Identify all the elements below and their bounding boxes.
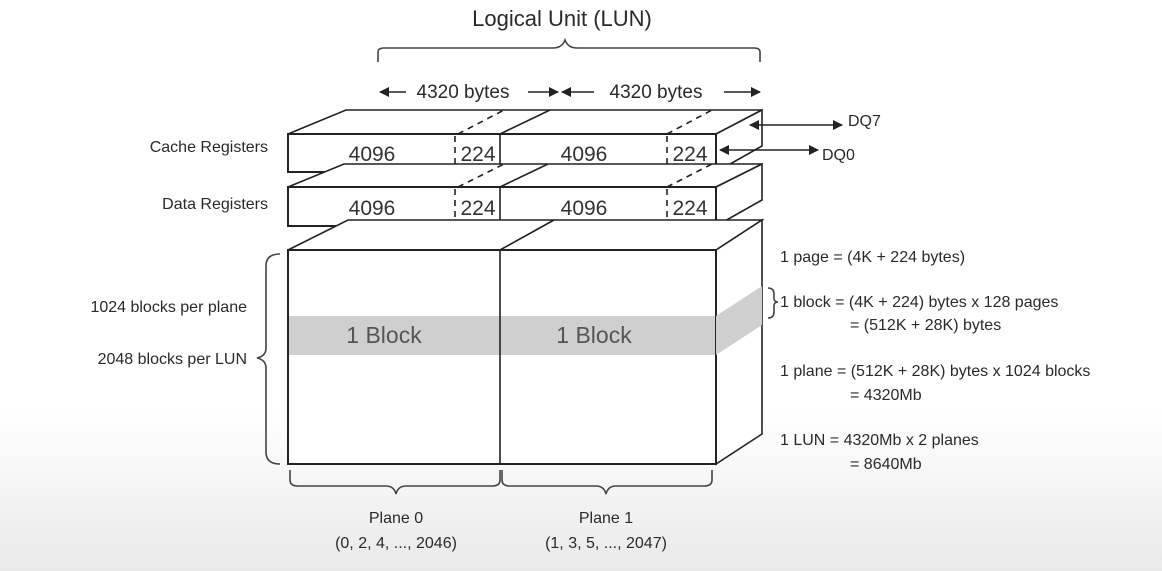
cache-register-slab: 4096 224 4096 224 (287, 108, 763, 174)
dq0-label: DQ0 (822, 147, 855, 164)
width-dimension-right: 4320 bytes (561, 82, 761, 103)
note-plane-line2: = 4320Mb (850, 387, 922, 404)
note-plane-line1: 1 plane = (512K + 28K) bytes x 1024 bloc… (780, 363, 1090, 380)
note-lun-line1: 1 LUN = 4320Mb x 2 planes (780, 432, 979, 449)
cache-cell-main-plane0: 4096 (349, 143, 396, 166)
blocks-per-lun-label: 2048 blocks per LUN (98, 351, 247, 368)
block-array: 1 Block 1 Block (287, 218, 765, 466)
plane0-brace (289, 470, 501, 495)
plane1-name: Plane 1 (579, 510, 633, 527)
block-label-plane1: 1 Block (556, 322, 632, 348)
blocks-per-plane-label: 1024 blocks per plane (90, 299, 247, 316)
note-page: 1 page = (4K + 224 bytes) (780, 249, 965, 266)
plane0-blocks: (0, 2, 4, ..., 2046) (335, 535, 457, 552)
plane1-blocks: (1, 3, 5, ..., 2047) (545, 535, 667, 552)
block-band-front (289, 316, 715, 355)
plane0-name: Plane 0 (369, 510, 423, 527)
cache-cell-spare-plane0: 224 (460, 143, 495, 166)
width-label-right: 4320 bytes (610, 82, 703, 103)
lun-width-brace (377, 37, 761, 62)
note-block-line2: = (512K + 28K) bytes (850, 317, 1001, 334)
capacity-notes: 1 page = (4K + 224 bytes) 1 block = (4K … (780, 249, 1090, 473)
data-register-slab: 4096 224 4096 224 (287, 162, 763, 228)
block-band-side (716, 286, 762, 355)
width-dimension-left: 4320 bytes (379, 82, 559, 103)
block-brace (767, 287, 779, 319)
note-block-line1: 1 block = (4K + 224) bytes x 128 pages (780, 294, 1058, 311)
block-label-plane0: 1 Block (346, 322, 422, 348)
lun-blocks-brace (256, 253, 281, 465)
dq7-label: DQ7 (848, 113, 881, 130)
data-cell-spare-plane0: 224 (460, 197, 495, 220)
data-cell-spare-plane1: 224 (672, 197, 707, 220)
data-registers-label: Data Registers (162, 196, 268, 213)
plane1-brace (501, 470, 713, 495)
diagram-title: Logical Unit (LUN) (472, 6, 652, 31)
width-label-left: 4320 bytes (417, 82, 510, 103)
cache-cell-main-plane1: 4096 (561, 143, 608, 166)
cache-cell-spare-plane1: 224 (672, 143, 707, 166)
data-cell-main-plane1: 4096 (561, 197, 608, 220)
note-lun-line2: = 8640Mb (850, 456, 922, 473)
cache-registers-label: Cache Registers (150, 139, 268, 156)
data-cell-main-plane0: 4096 (349, 197, 396, 220)
dq-io-arrows: DQ7 DQ0 (719, 113, 881, 164)
